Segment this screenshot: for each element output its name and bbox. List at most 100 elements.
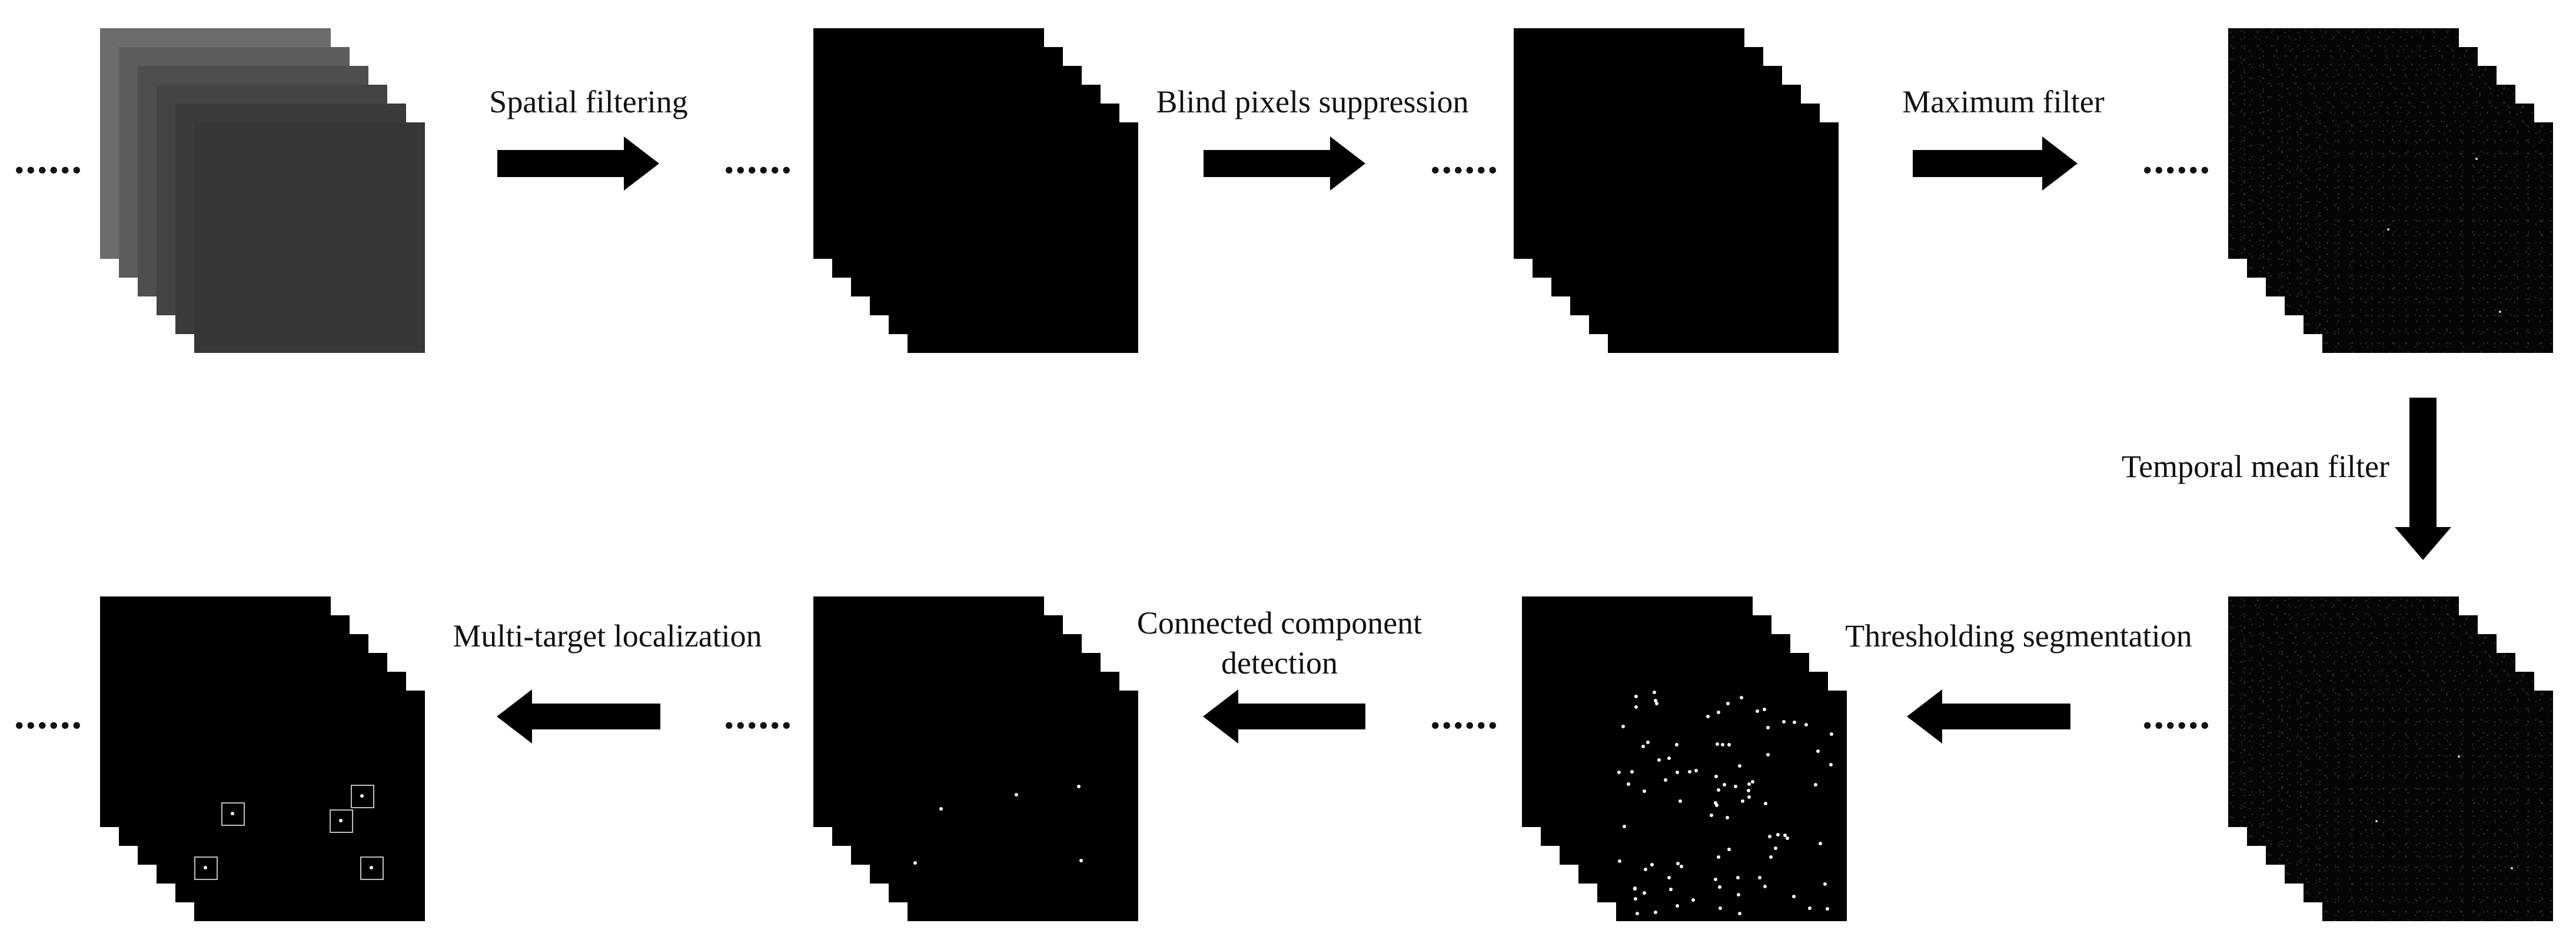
threshold-dot <box>1694 769 1698 772</box>
threshold-dot <box>1774 846 1777 850</box>
threshold-dot <box>1782 720 1786 724</box>
threshold-dot <box>1680 865 1683 868</box>
threshold-dot <box>1654 911 1657 914</box>
threshold-dot <box>1650 863 1654 866</box>
threshold-dot <box>1738 912 1741 915</box>
threshold-dot <box>1654 699 1657 702</box>
threshold-dot <box>1623 825 1626 828</box>
threshold-dot <box>1688 770 1691 774</box>
threshold-dot <box>1621 725 1625 728</box>
threshold-dot <box>1792 895 1796 898</box>
threshold-dot <box>1714 878 1717 881</box>
threshold-dot <box>1756 709 1759 713</box>
target-box-3 <box>330 809 353 833</box>
threshold-dot <box>1634 897 1637 901</box>
threshold-dot <box>1764 802 1767 805</box>
threshold-dot <box>1769 855 1773 859</box>
threshold-dot <box>1719 906 1722 910</box>
threshold-dot <box>1741 799 1744 803</box>
threshold-dot <box>1830 732 1833 736</box>
threshold-dot <box>1634 705 1638 709</box>
arrow-temporal-mean <box>2395 398 2451 560</box>
threshold-dot <box>1726 702 1730 705</box>
threshold-dot <box>1717 711 1720 714</box>
threshold-dot <box>1717 855 1720 859</box>
threshold-dot <box>1721 743 1724 746</box>
threshold-dot <box>1751 780 1754 784</box>
threshold-dot <box>1634 695 1638 698</box>
threshold-dot <box>1714 775 1718 778</box>
label-spatial-filtering: Spatial filtering <box>489 84 688 119</box>
loc-frame-6 <box>194 691 425 921</box>
threshold-dot <box>1804 723 1808 726</box>
label-blind-pixels: Blind pixels suppression <box>1156 84 1469 119</box>
arrow-spatial-filtering <box>497 136 659 191</box>
threshold-dot <box>1627 782 1630 786</box>
threshold-dot <box>1669 888 1673 891</box>
arrow-thresholding <box>1907 689 2070 744</box>
threshold-dot <box>1766 726 1770 729</box>
label-connected-2: detection <box>1221 645 1338 681</box>
threshold-dot <box>1723 783 1726 786</box>
threshold-dot <box>1758 876 1761 879</box>
thresh-frame-6 <box>1616 691 1847 921</box>
threshold-dot <box>1678 799 1682 803</box>
arrow-localization <box>497 689 660 744</box>
threshold-dot <box>1826 907 1829 911</box>
blind-frame-6 <box>1608 122 1839 353</box>
threshold-dot <box>1655 702 1658 705</box>
target-box-4 <box>194 856 218 880</box>
threshold-dot <box>1716 742 1719 746</box>
arrow-maximum-filter <box>1913 136 2078 191</box>
threshold-dot <box>1718 885 1721 889</box>
threshold-dot <box>1737 893 1740 896</box>
threshold-dot <box>1766 753 1770 756</box>
threshold-dot <box>1653 691 1656 694</box>
target-box-1 <box>221 802 245 826</box>
threshold-dot <box>1776 833 1780 836</box>
threshold-dot <box>1829 763 1833 766</box>
target-box-5 <box>360 856 384 880</box>
threshold-dot <box>1727 848 1731 851</box>
threshold-dot <box>1816 749 1820 753</box>
threshold-dot <box>1727 743 1731 746</box>
threshold-dot <box>1675 743 1678 746</box>
threshold-dot <box>1814 783 1817 786</box>
threshold-dot <box>1734 785 1737 788</box>
threshold-dot <box>1747 782 1751 786</box>
temporal-frame-6 <box>2322 691 2553 921</box>
label-localization: Multi-target localization <box>453 618 762 654</box>
threshold-dot <box>1643 891 1646 895</box>
threshold-dot <box>1819 842 1822 845</box>
threshold-dot <box>1644 868 1647 871</box>
threshold-dot <box>1793 721 1796 724</box>
threshold-dot <box>1643 789 1646 793</box>
threshold-dot <box>1740 696 1743 699</box>
label-connected-1: Connected component <box>1136 605 1422 641</box>
threshold-dot <box>1786 836 1789 840</box>
threshold-dot <box>1636 912 1639 915</box>
threshold-dot <box>1768 835 1771 838</box>
threshold-dot <box>1706 715 1710 718</box>
threshold-dot <box>1710 814 1713 817</box>
threshold-dot <box>1676 862 1680 865</box>
threshold-dot <box>1783 834 1787 837</box>
threshold-dot <box>1633 887 1637 891</box>
threshold-dot <box>1676 771 1679 774</box>
arrow-connected-component <box>1203 689 1365 744</box>
label-temporal-mean: Temporal mean filter <box>2121 449 2389 484</box>
threshold-dot <box>1618 859 1621 863</box>
raw-frame-6 <box>194 122 425 353</box>
threshold-dot <box>1717 788 1720 792</box>
threshold-dot <box>1715 804 1719 807</box>
threshold-dot <box>1691 898 1695 902</box>
threshold-dot <box>1726 816 1729 819</box>
threshold-dot <box>1763 708 1766 711</box>
threshold-dot <box>1664 778 1667 782</box>
threshold-dot <box>1641 745 1645 748</box>
spatial-frame-6 <box>908 122 1138 353</box>
cc-frame-6 <box>908 691 1138 921</box>
threshold-dot <box>1763 885 1767 888</box>
